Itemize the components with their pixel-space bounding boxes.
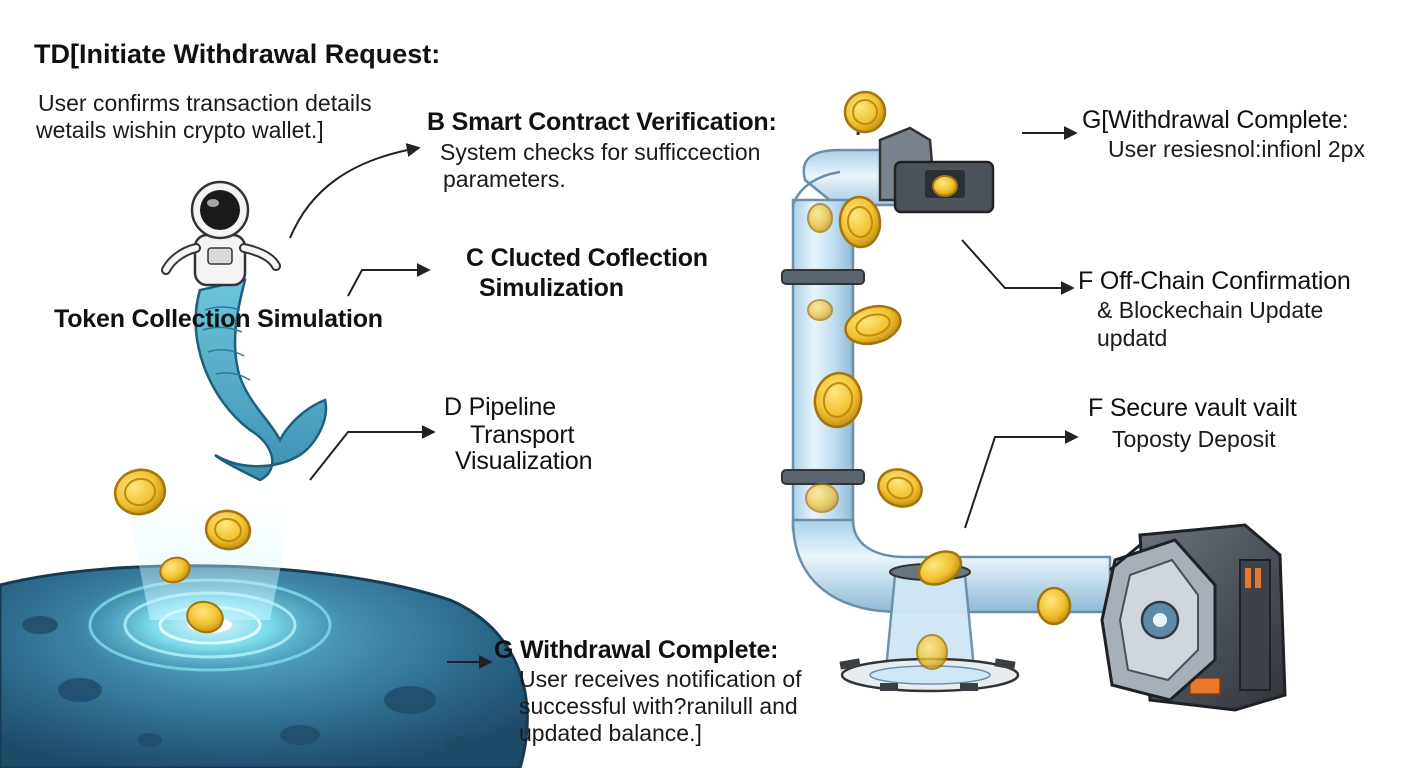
step-g-bottom-line-1: User receives notification of [519, 666, 802, 692]
step-g-bottom-line-2: successful with?ranilull and [519, 693, 798, 719]
step-b-heading: B Smart Contract Verification: [427, 108, 777, 136]
step-g-top-heading: G[Withdrawal Complete: [1082, 106, 1349, 134]
arrow-to-d [309, 425, 436, 481]
pipe-coins [805, 90, 1072, 670]
arrow-to-b [289, 143, 421, 239]
step-f-offchain-line-1: F Off-Chain Confirmation [1078, 267, 1351, 295]
step-g-bottom-heading: G Withdrawal Complete: [494, 636, 779, 664]
step-f-offchain-line-3: updatd [1097, 325, 1168, 351]
planet-coins [113, 468, 252, 634]
arrow-to-c [347, 263, 431, 297]
pipeline [781, 122, 1112, 693]
intro-line-2: wetails wishin crypto wallet.] [36, 117, 324, 143]
step-d-line-3: Visualization [455, 447, 593, 475]
step-d-line-2: Transport [470, 421, 575, 449]
step-c-line-1: C Clucted Coflection [466, 244, 708, 272]
arrow-to-f-vault [964, 430, 1079, 529]
step-f-vault-line-1: F Secure vault vailt [1088, 394, 1297, 422]
step-d-line-1: D Pipeline [444, 393, 556, 421]
intro-line-1: User confirms transaction details [38, 90, 372, 116]
token-collection-label: Token Collection Simulation [54, 305, 383, 333]
step-b-line-1: System checks for sufficcection [440, 139, 761, 165]
mermaid-astronaut-figure [161, 180, 328, 482]
step-f-offchain-line-2: & Blockechain Update [1097, 297, 1324, 323]
diagram-title: TD[Initiate Withdrawal Request: [34, 39, 441, 69]
step-g-top-line-1: User resiesnol:infionl 2px [1108, 136, 1365, 162]
secure-vault [1100, 523, 1287, 712]
step-g-bottom-line-3: updated balance.] [519, 720, 702, 746]
step-c-line-2: Simulization [479, 274, 624, 302]
step-f-vault-line-2: Toposty Deposit [1112, 426, 1276, 452]
arrow-to-f-offchain [961, 239, 1075, 295]
step-b-line-2: parameters. [443, 166, 566, 192]
connector-arrows [289, 126, 1079, 669]
planet [0, 470, 529, 768]
